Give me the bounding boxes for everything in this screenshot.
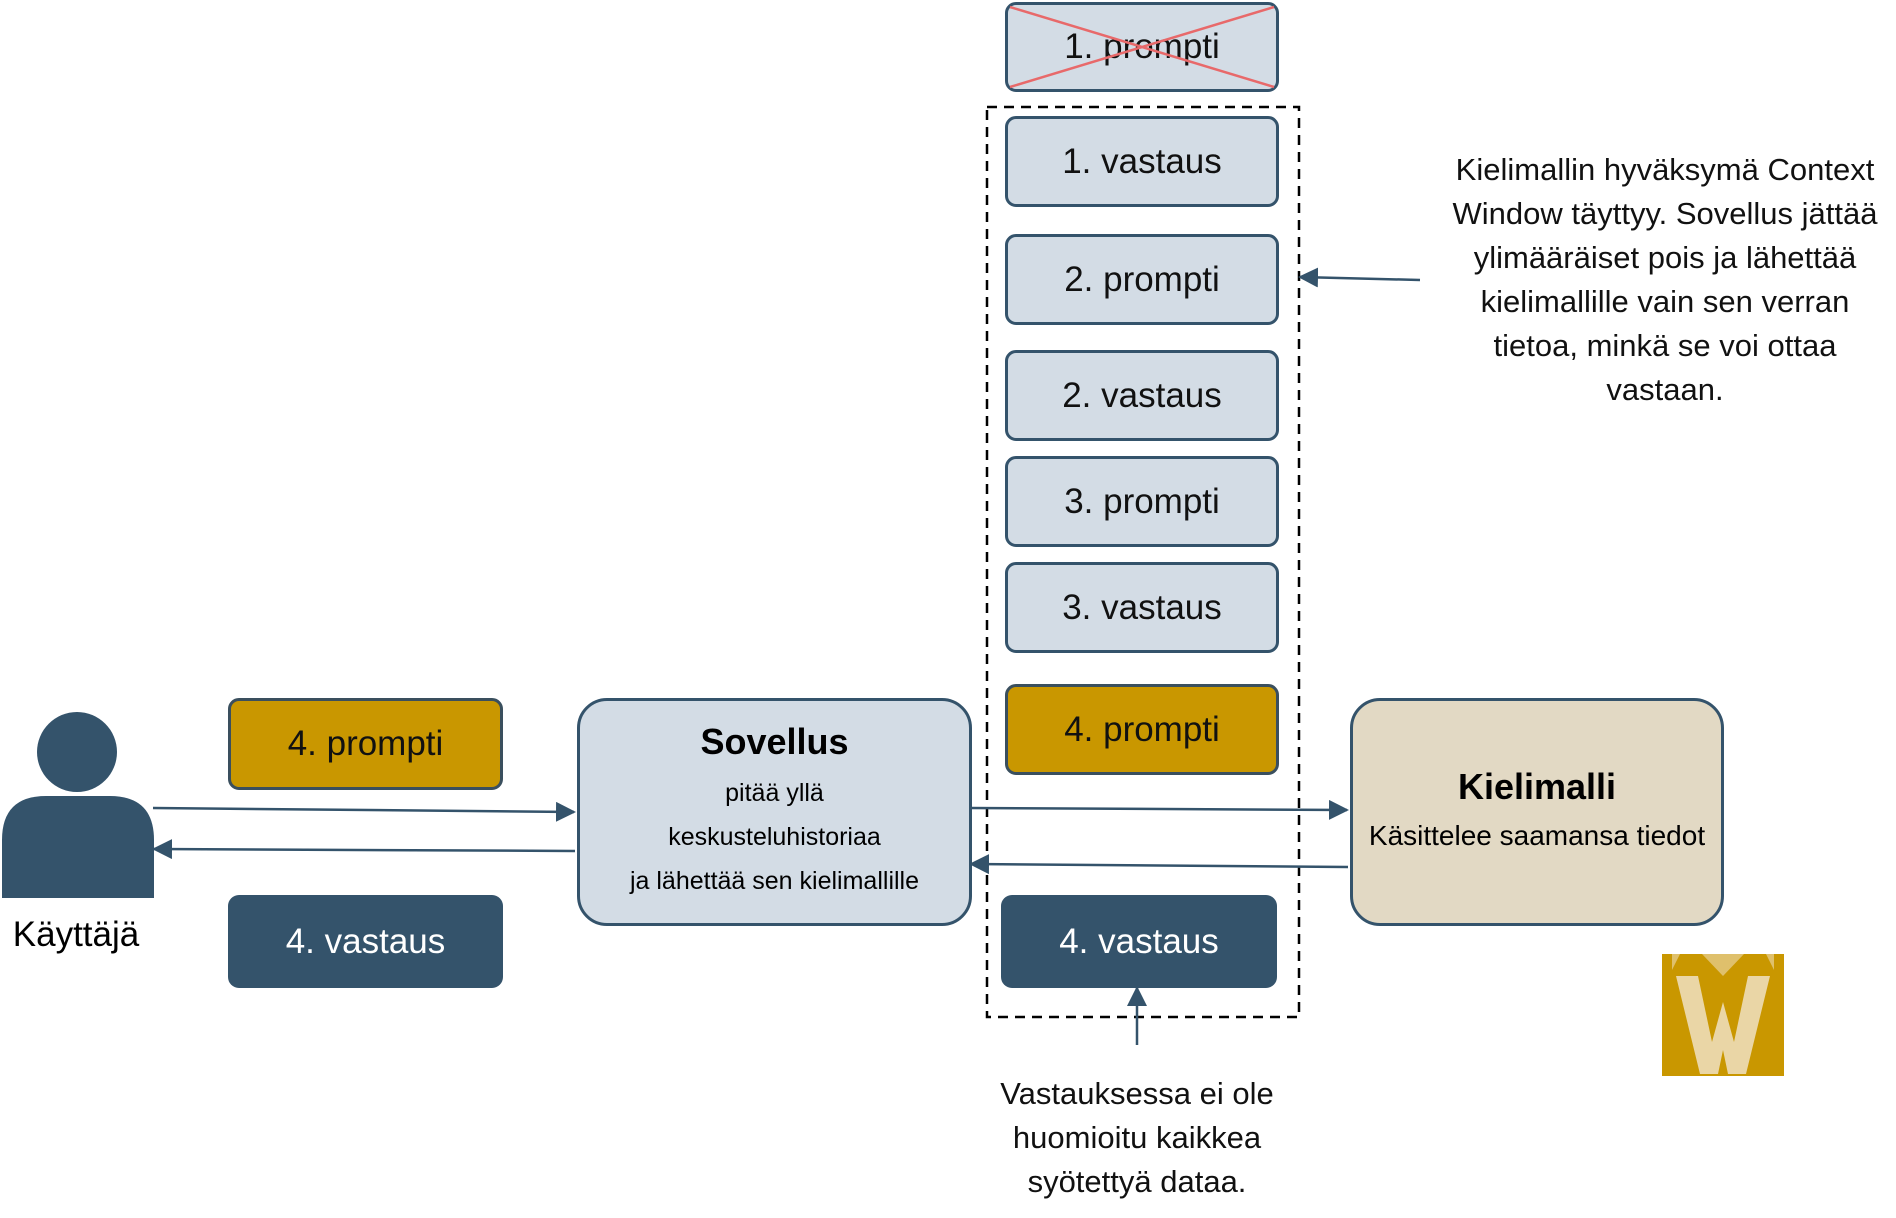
context-window-note: Kielimallin hyväksymä Context Window täy… — [1420, 148, 1896, 412]
context-response-label: 4. vastaus — [1059, 921, 1219, 961]
app-title: Sovellus — [700, 721, 849, 762]
app-line: keskusteluhistoriaa — [668, 823, 881, 851]
context-item-1: 1. vastaus — [1005, 116, 1279, 207]
response-note: Vastauksessa ei ole huomioitu kaikkea sy… — [955, 1072, 1319, 1204]
user-prompt-label: 4. prompti — [287, 724, 444, 763]
arrow-app-to-model — [969, 799, 1349, 820]
note-line: Vastauksessa ei ole — [1000, 1076, 1274, 1111]
note-line: kielimallille vain sen verran — [1480, 284, 1850, 319]
context-window-frame — [985, 105, 1301, 1019]
model-subtitle: Käsittelee saamansa tiedot — [1368, 820, 1706, 851]
note-line: Window täyttyy. Sovellus jättää — [1452, 196, 1878, 231]
context-item-label: 1. vastaus — [1062, 141, 1222, 181]
arrow-model-to-app — [969, 854, 1349, 875]
app-line: pitää yllä — [725, 779, 824, 807]
context-item-label: 2. vastaus — [1062, 375, 1222, 415]
user-response-box: 4. vastaus — [228, 895, 503, 988]
context-item-label: 4. prompti — [1064, 709, 1220, 749]
model-box: Kielimalli Käsittelee saamansa tiedot — [1350, 698, 1724, 926]
note-line: Kielimallin hyväksymä Context — [1455, 152, 1875, 187]
arrow-app-to-user — [152, 839, 576, 860]
context-item-label: 2. prompti — [1064, 259, 1220, 299]
context-item-5: 3. vastaus — [1005, 562, 1279, 653]
logo-icon — [1672, 954, 1774, 1074]
context-item-3: 2. vastaus — [1005, 350, 1279, 441]
context-response-box: 4. vastaus — [1001, 895, 1277, 988]
note-line: tietoa, minkä se voi ottaa — [1493, 328, 1837, 363]
context-item-6: 4. prompti — [1005, 684, 1279, 775]
user-icon — [2, 712, 154, 898]
user-label: Käyttäjä — [12, 915, 140, 954]
note-line: vastaan. — [1606, 372, 1724, 407]
note-line: huomioitu kaikkea — [1012, 1120, 1262, 1155]
note-line: ylimääräiset pois ja lähettää — [1473, 240, 1857, 275]
app-box: Sovellus pitää yllä keskusteluhistoriaa … — [577, 698, 972, 926]
user-prompt-box: 4. prompti — [228, 698, 503, 790]
note-line: syötettyä dataa. — [1027, 1164, 1247, 1199]
logo: W — [1662, 954, 1784, 1076]
app-line: ja lähettää sen kielimallille — [629, 867, 920, 895]
context-item-4: 3. prompti — [1005, 456, 1279, 547]
user-response-label: 4. vastaus — [285, 921, 446, 961]
arrow-user-to-app — [152, 801, 576, 822]
dropped-prompt-box: 1. prompti — [1005, 2, 1279, 92]
context-item-label: 3. vastaus — [1062, 587, 1222, 627]
cross-out-icon — [1009, 5, 1275, 89]
context-item-label: 3. prompti — [1064, 481, 1220, 521]
model-title: Kielimalli — [1457, 766, 1617, 807]
context-item-2: 2. prompti — [1005, 234, 1279, 325]
arrow-note-to-context — [1298, 267, 1421, 288]
